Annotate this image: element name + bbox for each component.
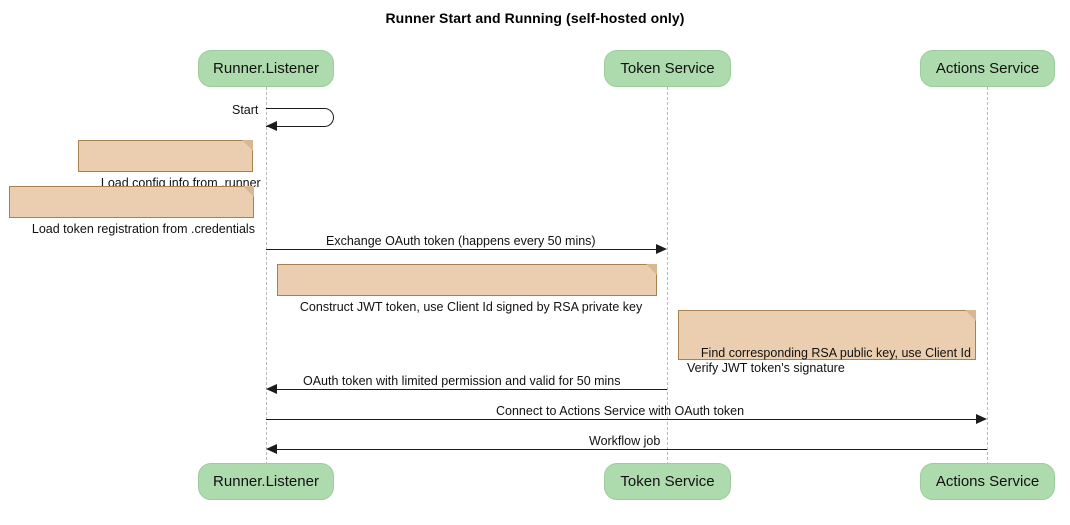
participant-header-runner-label: Runner.Listener: [213, 60, 319, 77]
participant-header-token[interactable]: Token Service: [604, 50, 731, 87]
note-load-token-registration-text: Load token registration from .credential…: [31, 222, 255, 236]
message-label-start: Start: [232, 103, 259, 117]
participant-header-actions[interactable]: Actions Service: [920, 50, 1055, 87]
note-fold-icon: [242, 140, 253, 151]
note-construct-jwt-text: Construct JWT token, use Client Id signe…: [299, 300, 643, 314]
message-label-exchange-oauth: Exchange OAuth token (happens every 50 m…: [326, 234, 596, 248]
message-line-oauth-token-return: [273, 389, 667, 390]
participant-header-token-label: Token Service: [620, 60, 715, 77]
message-line-workflow-job: [273, 449, 987, 450]
participant-header-actions-label: Actions Service: [935, 60, 1040, 77]
participant-header-runner[interactable]: Runner.Listener: [198, 50, 334, 87]
message-arrowhead-exchange-oauth: [656, 244, 667, 254]
note-fold-icon: [646, 264, 657, 275]
note-load-token-registration: Load token registration from .credential…: [9, 186, 255, 236]
note-fold-icon: [243, 186, 254, 197]
lifeline-actions: [987, 87, 988, 465]
lifeline-token: [667, 87, 668, 465]
message-self-loop-start: [266, 108, 334, 127]
participant-footer-actions-label: Actions Service: [935, 473, 1040, 490]
message-line-exchange-oauth: [266, 249, 660, 250]
lifeline-runner: [266, 87, 267, 465]
note-verify-jwt: Find corresponding RSA public key, use C…: [678, 310, 976, 375]
note-verify-jwt-text: Find corresponding RSA public key, use C…: [687, 346, 971, 375]
participant-footer-runner-label: Runner.Listener: [213, 473, 319, 490]
participant-footer-actions[interactable]: Actions Service: [920, 463, 1055, 500]
message-arrowhead-workflow-job: [266, 444, 277, 454]
participant-footer-token-label: Token Service: [620, 473, 715, 490]
participant-footer-runner[interactable]: Runner.Listener: [198, 463, 334, 500]
note-load-config: Load config info from .runner: [78, 140, 261, 190]
note-fold-icon: [965, 310, 976, 321]
note-construct-jwt: Construct JWT token, use Client Id signe…: [277, 264, 657, 314]
page-title: Runner Start and Running (self-hosted on…: [385, 10, 685, 26]
message-arrowhead-start: [266, 121, 277, 131]
message-line-connect-actions: [266, 419, 980, 420]
message-arrowhead-connect-actions: [976, 414, 987, 424]
message-label-workflow-job: Workflow job: [589, 434, 661, 448]
message-arrowhead-oauth-token-return: [266, 384, 277, 394]
message-label-connect-actions: Connect to Actions Service with OAuth to…: [496, 404, 745, 418]
participant-footer-token[interactable]: Token Service: [604, 463, 731, 500]
message-label-oauth-token-return: OAuth token with limited permission and …: [303, 374, 621, 388]
